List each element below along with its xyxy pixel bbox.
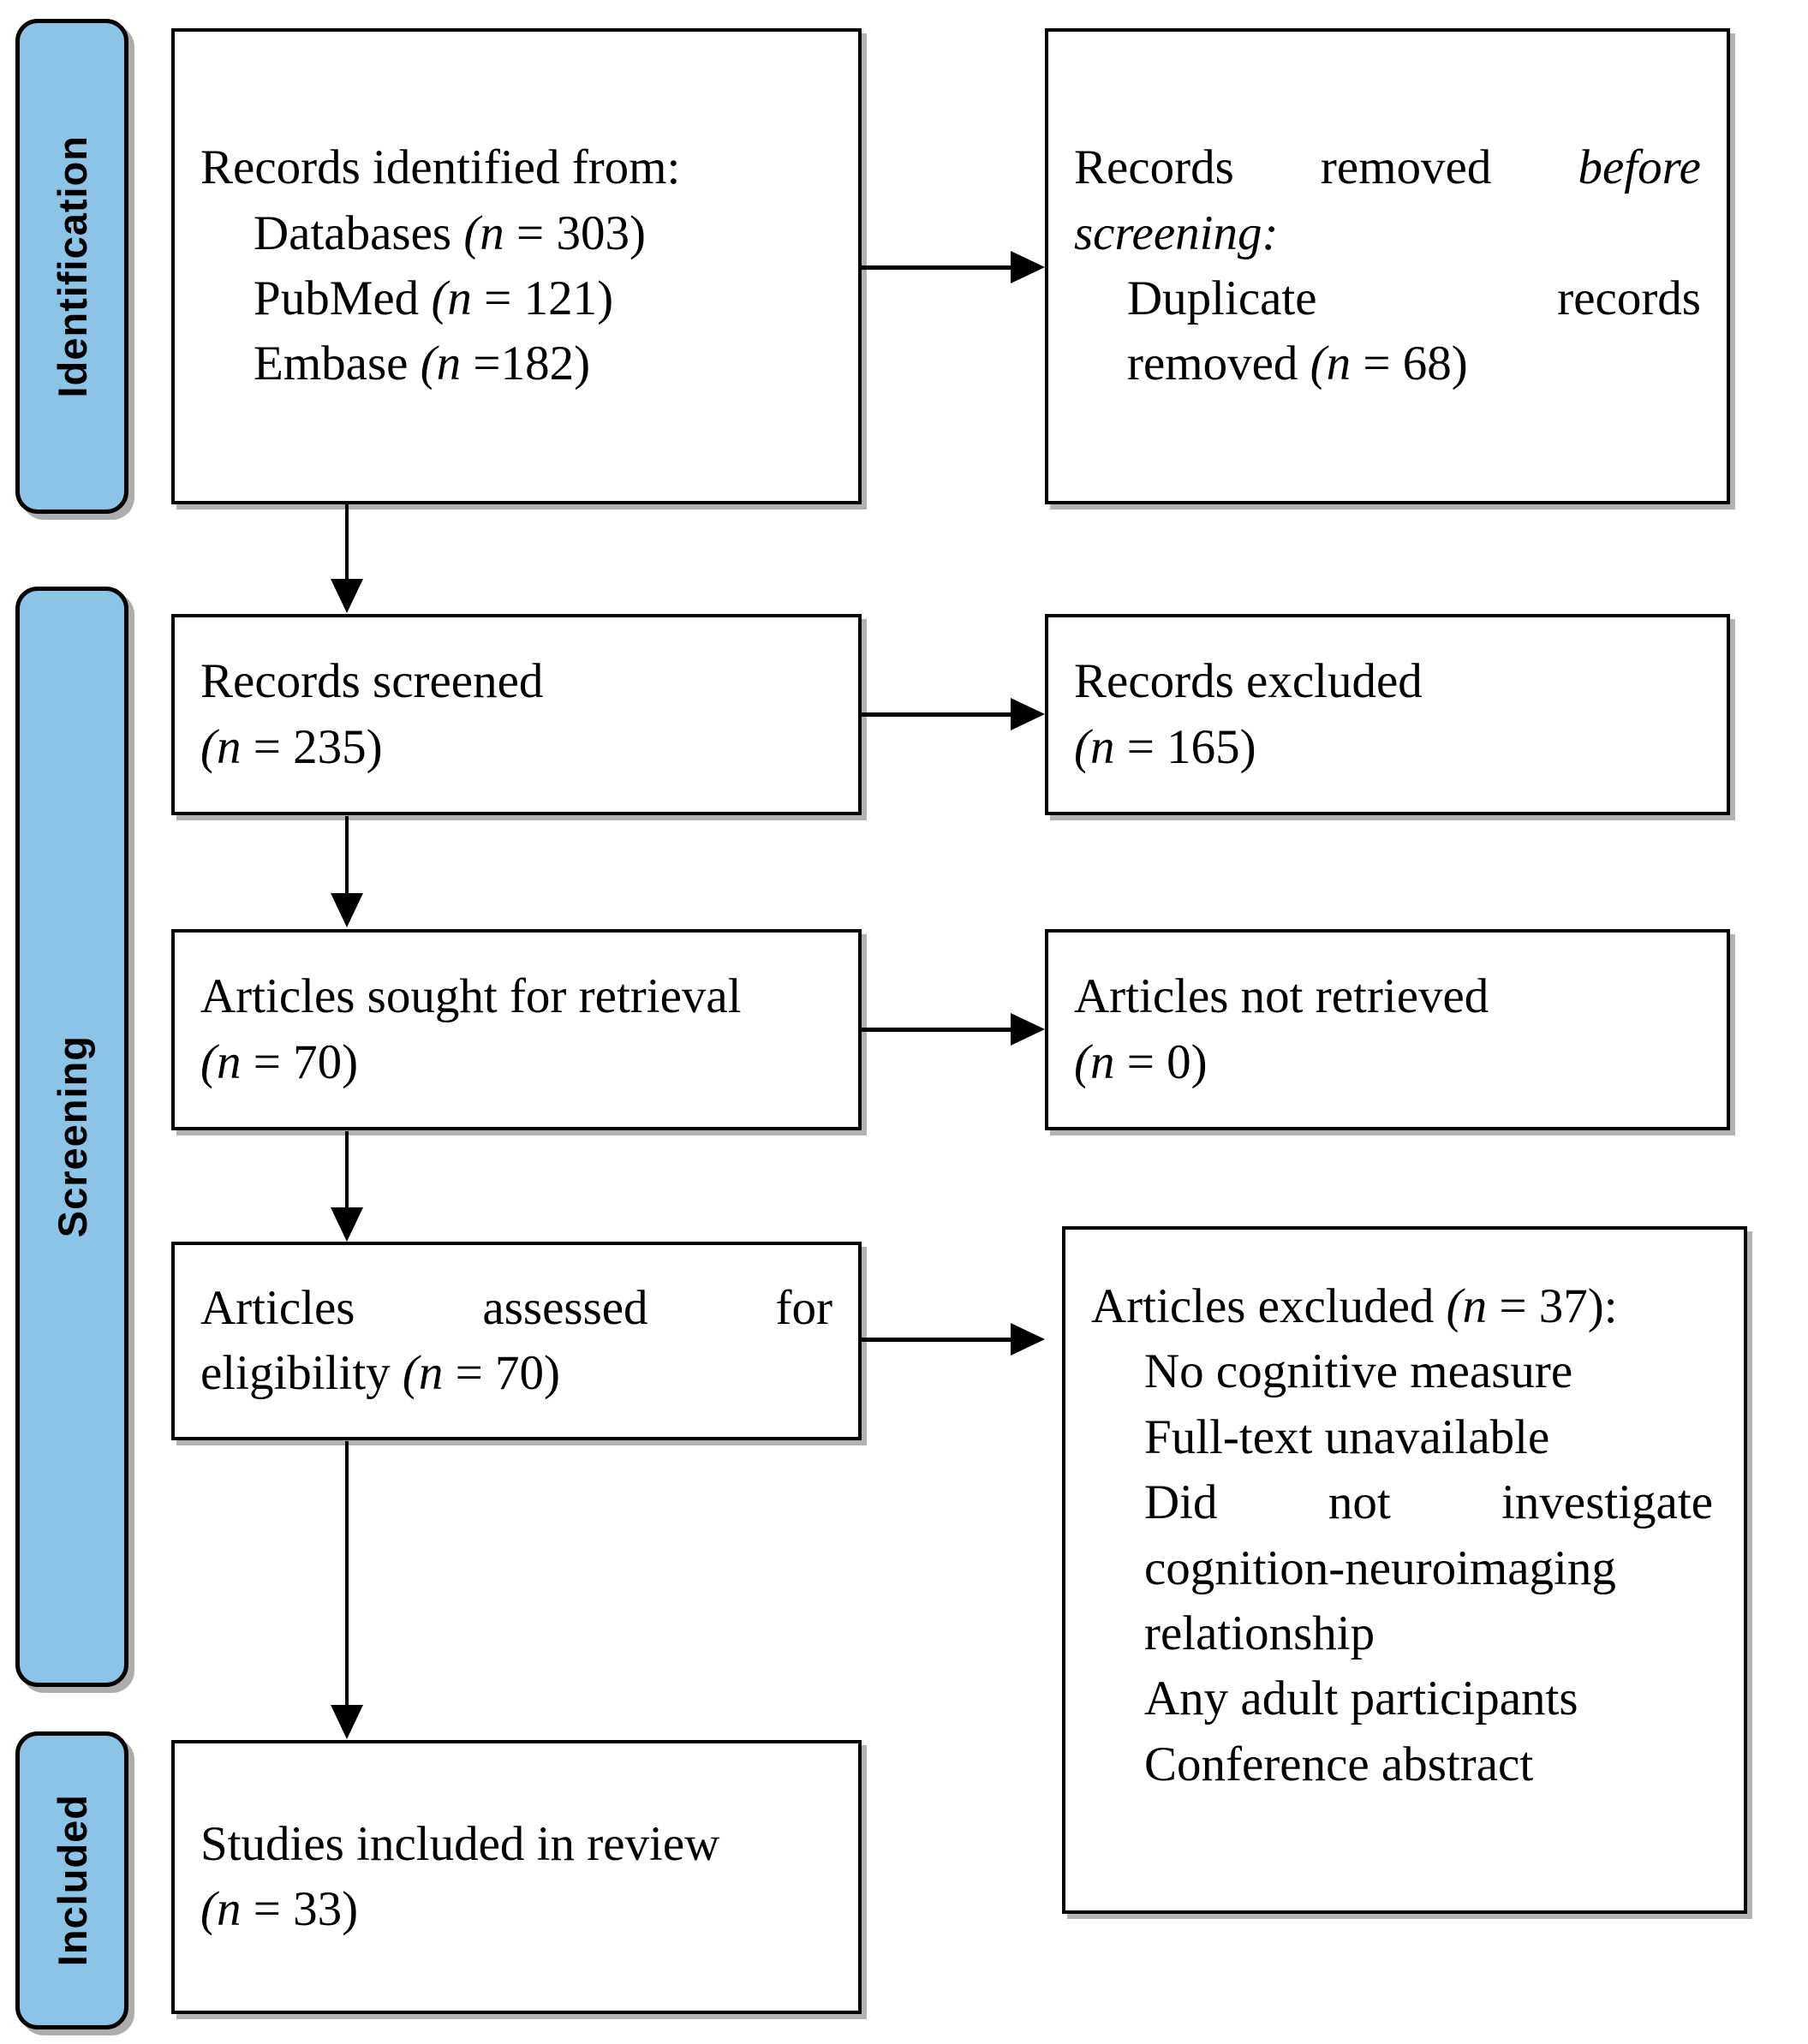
articles-assessed-word-articles: Articles (200, 1280, 355, 1335)
reason3-word-investigate: investigate (1501, 1475, 1713, 1530)
articles-excluded-reason-3: Did not investigate (1091, 1470, 1718, 1535)
articles-assessed-line1: Articles assessed for (200, 1276, 832, 1341)
connector-assessed-to-excluded (862, 1338, 1016, 1342)
arrowhead-assessed-to-excluded (1011, 1323, 1045, 1356)
records-identified-item-embase: Embase (n =182) (200, 331, 832, 396)
arrowhead-screened-to-sought (331, 893, 363, 927)
reason3-word-not: not (1328, 1475, 1391, 1530)
articles-excluded-reason-6: Any adult participants (1144, 1672, 1578, 1726)
arrowhead-assessed-to-included (331, 1705, 363, 1739)
records-removed-word-records2: records (1557, 271, 1701, 325)
stage-tab-screening-label: Screening (49, 1035, 95, 1238)
item-count-databases: (n = 303) (463, 206, 646, 260)
box-records-screened: Records screened (n = 235) (171, 614, 862, 815)
articles-assessed-line2: eligibility (n = 70) (200, 1346, 561, 1400)
item-label-embase: Embase (254, 337, 409, 391)
stage-tab-included-label: Included (49, 1794, 95, 1967)
records-removed-word-records: Records (1074, 140, 1234, 195)
records-identified-heading: Records identified from: (200, 140, 681, 195)
item-label-pubmed: PubMed (254, 271, 420, 325)
connector-screened-to-sought (345, 816, 349, 895)
stage-tab-identification: Identification (15, 19, 128, 514)
connector-identified-to-removed (862, 265, 1016, 270)
articles-not-retrieved-title: Articles not retrieved (1074, 969, 1489, 1024)
articles-assessed-word-assessed: assessed (482, 1280, 648, 1335)
box-records-identified: Records identified from: Databases (n = … (171, 28, 862, 504)
stage-tab-included: Included (15, 1731, 128, 2029)
articles-sought-count: (n = 70) (200, 1034, 359, 1089)
records-removed-line4: removed (n = 68) (1127, 337, 1468, 391)
articles-excluded-reason-7: Conference abstract (1144, 1737, 1534, 1791)
connector-assessed-to-included (345, 1441, 349, 1707)
articles-excluded-reason-5: relationship (1144, 1606, 1375, 1660)
box-articles-excluded: Articles excluded (n = 37): No cognitive… (1062, 1226, 1747, 1914)
records-excluded-count: (n = 165) (1074, 719, 1256, 774)
records-identified-item-pubmed: PubMed (n = 121) (200, 266, 832, 331)
connector-sought-to-notretrieved (862, 1028, 1016, 1032)
box-articles-not-retrieved: Articles not retrieved (n = 0) (1045, 929, 1730, 1130)
connector-screened-to-excluded (862, 712, 1016, 717)
articles-excluded-heading: Articles excluded (n = 37): (1091, 1279, 1618, 1333)
box-articles-assessed: Articles assessed for eligibility (n = 7… (171, 1242, 862, 1440)
box-records-removed: Records removed before screening: Duplic… (1045, 28, 1730, 504)
studies-included-count: (n = 33) (200, 1882, 359, 1936)
item-label-databases: Databases (254, 206, 452, 260)
records-removed-line1: Records removed before (1074, 135, 1701, 200)
connector-sought-to-assessed (345, 1131, 349, 1210)
articles-sought-title: Articles sought for retrieval (200, 969, 742, 1024)
arrowhead-identified-to-removed (1011, 251, 1045, 283)
records-removed-word-removed: removed (1320, 140, 1492, 195)
records-removed-word-before: before (1578, 140, 1701, 195)
records-removed-line3: Duplicate records (1074, 266, 1701, 331)
arrowhead-sought-to-notretrieved (1011, 1013, 1045, 1046)
connector-identified-to-screened (345, 504, 349, 583)
arrowhead-screened-to-excluded (1011, 698, 1045, 730)
articles-excluded-reason-1: No cognitive measure (1144, 1344, 1573, 1399)
articles-not-retrieved-count: (n = 0) (1074, 1034, 1208, 1089)
records-screened-title: Records screened (200, 654, 544, 709)
reason3-word-did: Did (1144, 1475, 1218, 1530)
stage-tab-identification-label: Identification (49, 134, 95, 398)
records-identified-item-databases: Databases (n = 303) (200, 201, 832, 266)
records-excluded-title: Records excluded (1074, 654, 1423, 709)
arrowhead-identified-to-screened (331, 579, 363, 613)
records-removed-word-duplicate: Duplicate (1127, 271, 1317, 325)
articles-assessed-word-for: for (775, 1280, 833, 1335)
articles-excluded-reason-2: Full-text unavailable (1144, 1409, 1550, 1464)
item-count-pubmed: (n = 121) (431, 271, 614, 325)
records-removed-line2: screening: (1074, 206, 1279, 260)
records-screened-count: (n = 235) (200, 719, 383, 774)
arrowhead-sought-to-assessed (331, 1207, 363, 1242)
stage-tab-screening: Screening (15, 587, 128, 1687)
articles-excluded-reason-4: cognition-neuroimaging (1144, 1540, 1616, 1595)
item-count-embase: (n =182) (420, 337, 591, 391)
box-articles-sought: Articles sought for retrieval (n = 70) (171, 929, 862, 1130)
box-studies-included: Studies included in review (n = 33) (171, 1740, 862, 2014)
studies-included-title: Studies included in review (200, 1816, 720, 1871)
box-records-excluded: Records excluded (n = 165) (1045, 614, 1730, 815)
